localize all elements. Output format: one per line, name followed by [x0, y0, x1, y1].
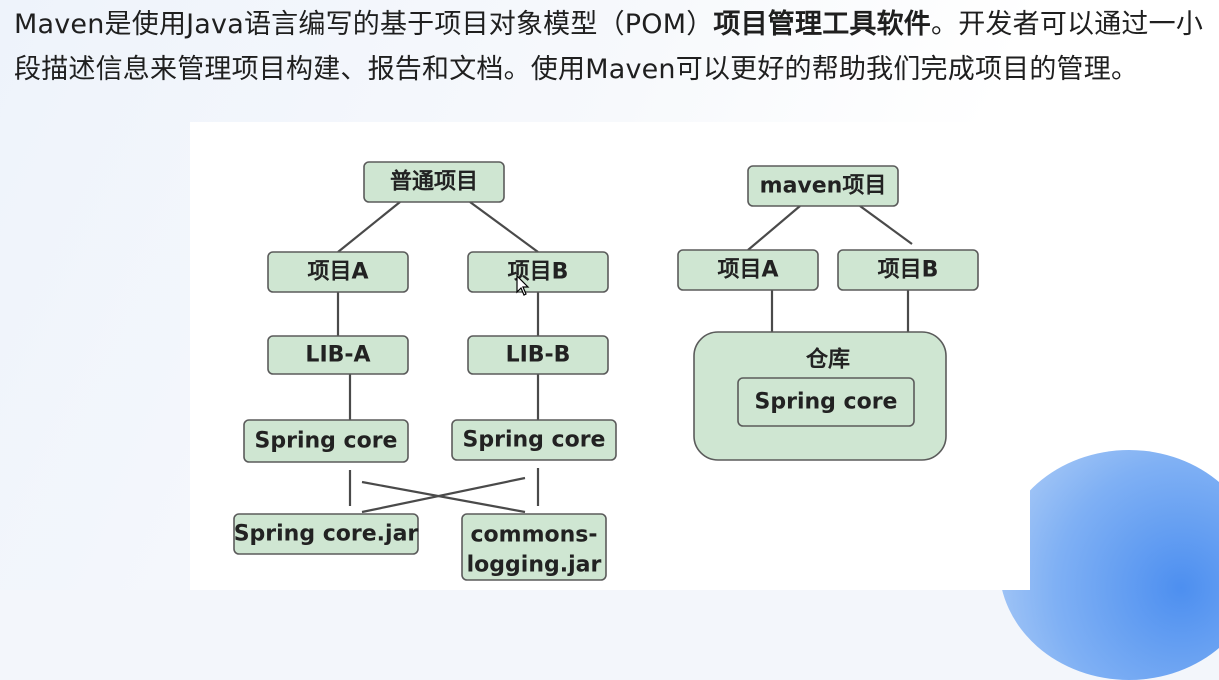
- left-project-a-label: 项目A: [307, 260, 368, 285]
- repository-label: 仓库: [805, 347, 850, 373]
- mouse-cursor-icon: [516, 274, 530, 296]
- spring-core-jar-label: Spring core.jar: [234, 522, 419, 547]
- conn-maven-b: [859, 205, 913, 245]
- conn-root-b: [469, 201, 539, 253]
- right-project-a-label: 项目A: [717, 258, 778, 283]
- left-project-a-node: 项目A: [267, 251, 409, 293]
- spring-core-b-label: Spring core: [463, 428, 606, 453]
- conn-maven-a: [747, 205, 801, 251]
- spring-core-b-node: Spring core: [451, 419, 617, 461]
- intro-text-part1: Maven是使用Java语言编写的基于项目对象模型（POM）: [14, 9, 714, 40]
- right-connectors: [747, 205, 913, 332]
- repo-spring-core-label: Spring core: [755, 390, 898, 415]
- intro-text-part2: 。开发者可以通过一小段描述信息来管理项目构建、报告和文档。使用Maven可以更好…: [14, 9, 1204, 85]
- conn-cross-1: [361, 480, 526, 514]
- commons-logging-line1: commons-: [470, 523, 597, 548]
- commons-logging-line2: logging.jar: [467, 553, 602, 578]
- left-project-b-node: 项目B: [467, 251, 609, 293]
- maven-root-node: maven项目: [747, 165, 899, 207]
- lib-a-label: LIB-A: [305, 343, 370, 368]
- conn-root-a: [337, 201, 401, 253]
- right-project-b-label: 项目B: [878, 258, 939, 283]
- right-project-b-node: 项目B: [837, 249, 979, 291]
- spring-core-a-node: Spring core: [243, 419, 409, 463]
- spring-core-jar-node: Spring core.jar: [233, 513, 419, 555]
- spring-core-a-label: Spring core: [255, 429, 398, 454]
- conn-cross-2: [361, 476, 526, 514]
- maven-root-label: maven项目: [760, 174, 887, 199]
- commons-logging-jar-node: commons- logging.jar: [461, 513, 607, 581]
- intro-bold-text: 项目管理工具软件: [713, 9, 932, 40]
- lib-b-node: LIB-B: [467, 335, 609, 375]
- right-project-a-node: 项目A: [677, 249, 819, 291]
- lib-a-node: LIB-A: [267, 335, 409, 375]
- left-connectors: [336, 201, 540, 514]
- left-root-label: 普通项目: [390, 169, 478, 195]
- left-root-node: 普通项目: [363, 161, 505, 203]
- repo-spring-core-node: Spring core: [737, 377, 915, 427]
- comparison-diagram: 普通项目 项目A 项目B LIB-A LIB-B Spring core Spr…: [233, 161, 979, 581]
- intro-paragraph: Maven是使用Java语言编写的基于项目对象模型（POM）项目管理工具软件。开…: [14, 2, 1204, 92]
- lib-b-label: LIB-B: [506, 343, 571, 368]
